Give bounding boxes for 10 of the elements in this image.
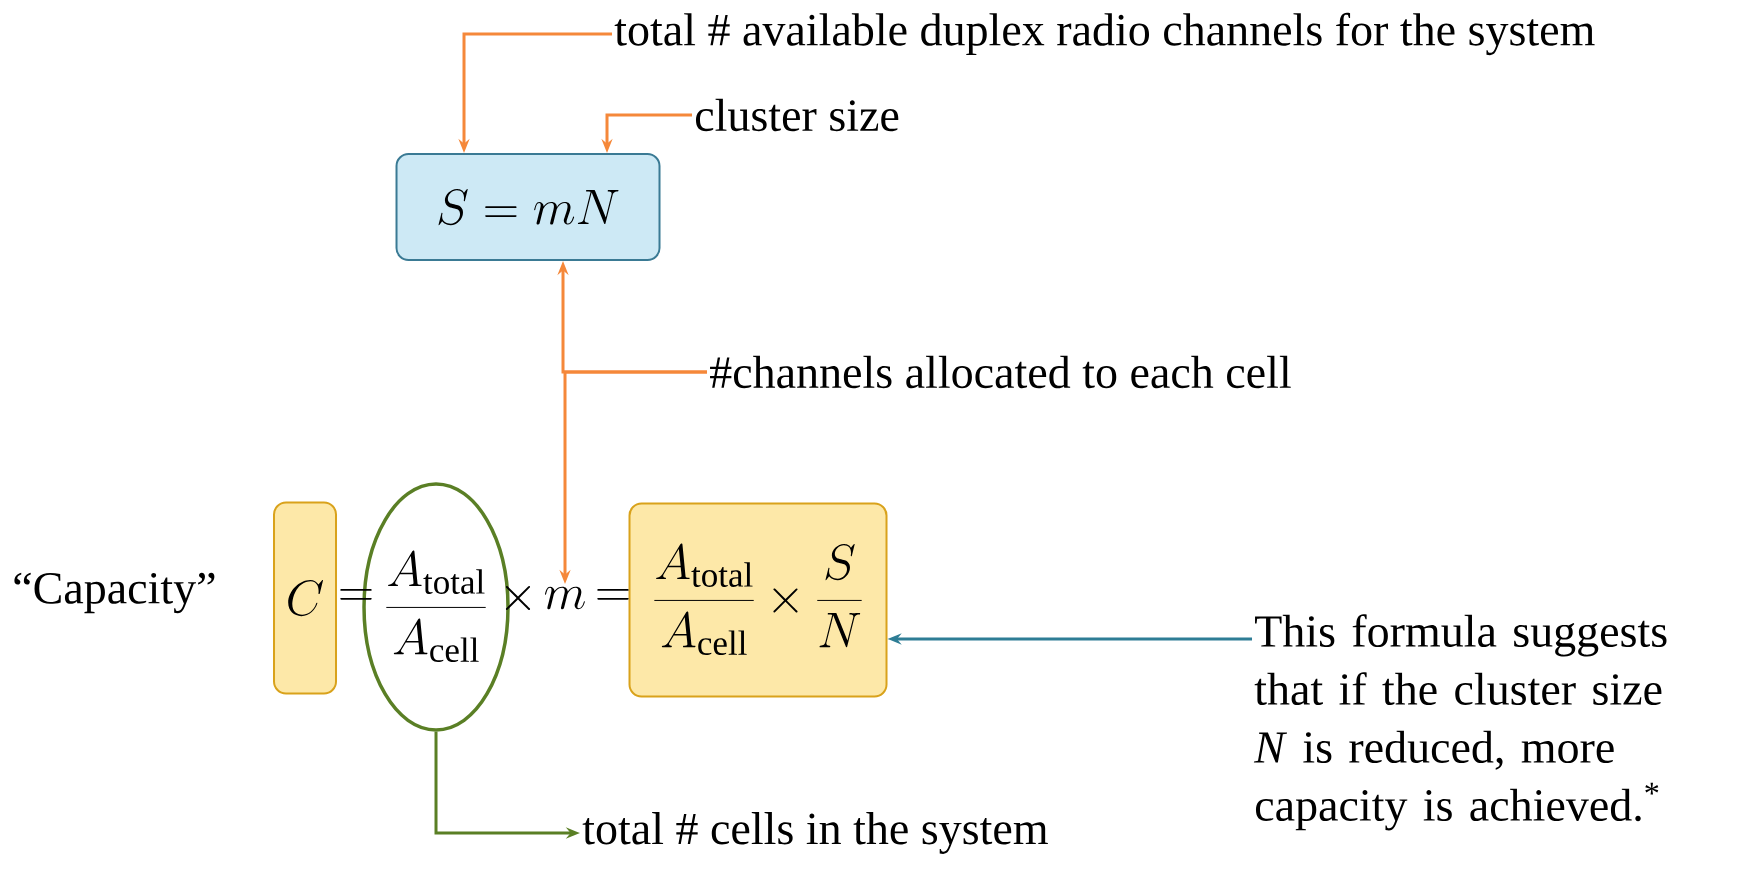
formula-box: $\frac{A_{\mathrm{total}}}{A_{\mathrm{cell}}} \times \frac{S}{N}$ (628, 502, 888, 698)
annotation-text: This formula suggests that if the cluster size N is reduced, more capacity is achieved.$^{*}$ (1253, 614, 1667, 831)
annotation-text: #channels allocated to each cell (710, 355, 1291, 389)
annotation-text: total # cells in the system (582, 812, 1048, 854)
annotation-text: cluster size (695, 98, 899, 132)
capacity-label: “Capacity” (14, 572, 215, 614)
math-symbol: $m$ (544, 586, 585, 610)
formula-box: $S = mN$ (395, 153, 661, 261)
formula-box: $C$ (273, 501, 337, 695)
annotation-text: total # available duplex radio channels for the system (614, 12, 1595, 56)
